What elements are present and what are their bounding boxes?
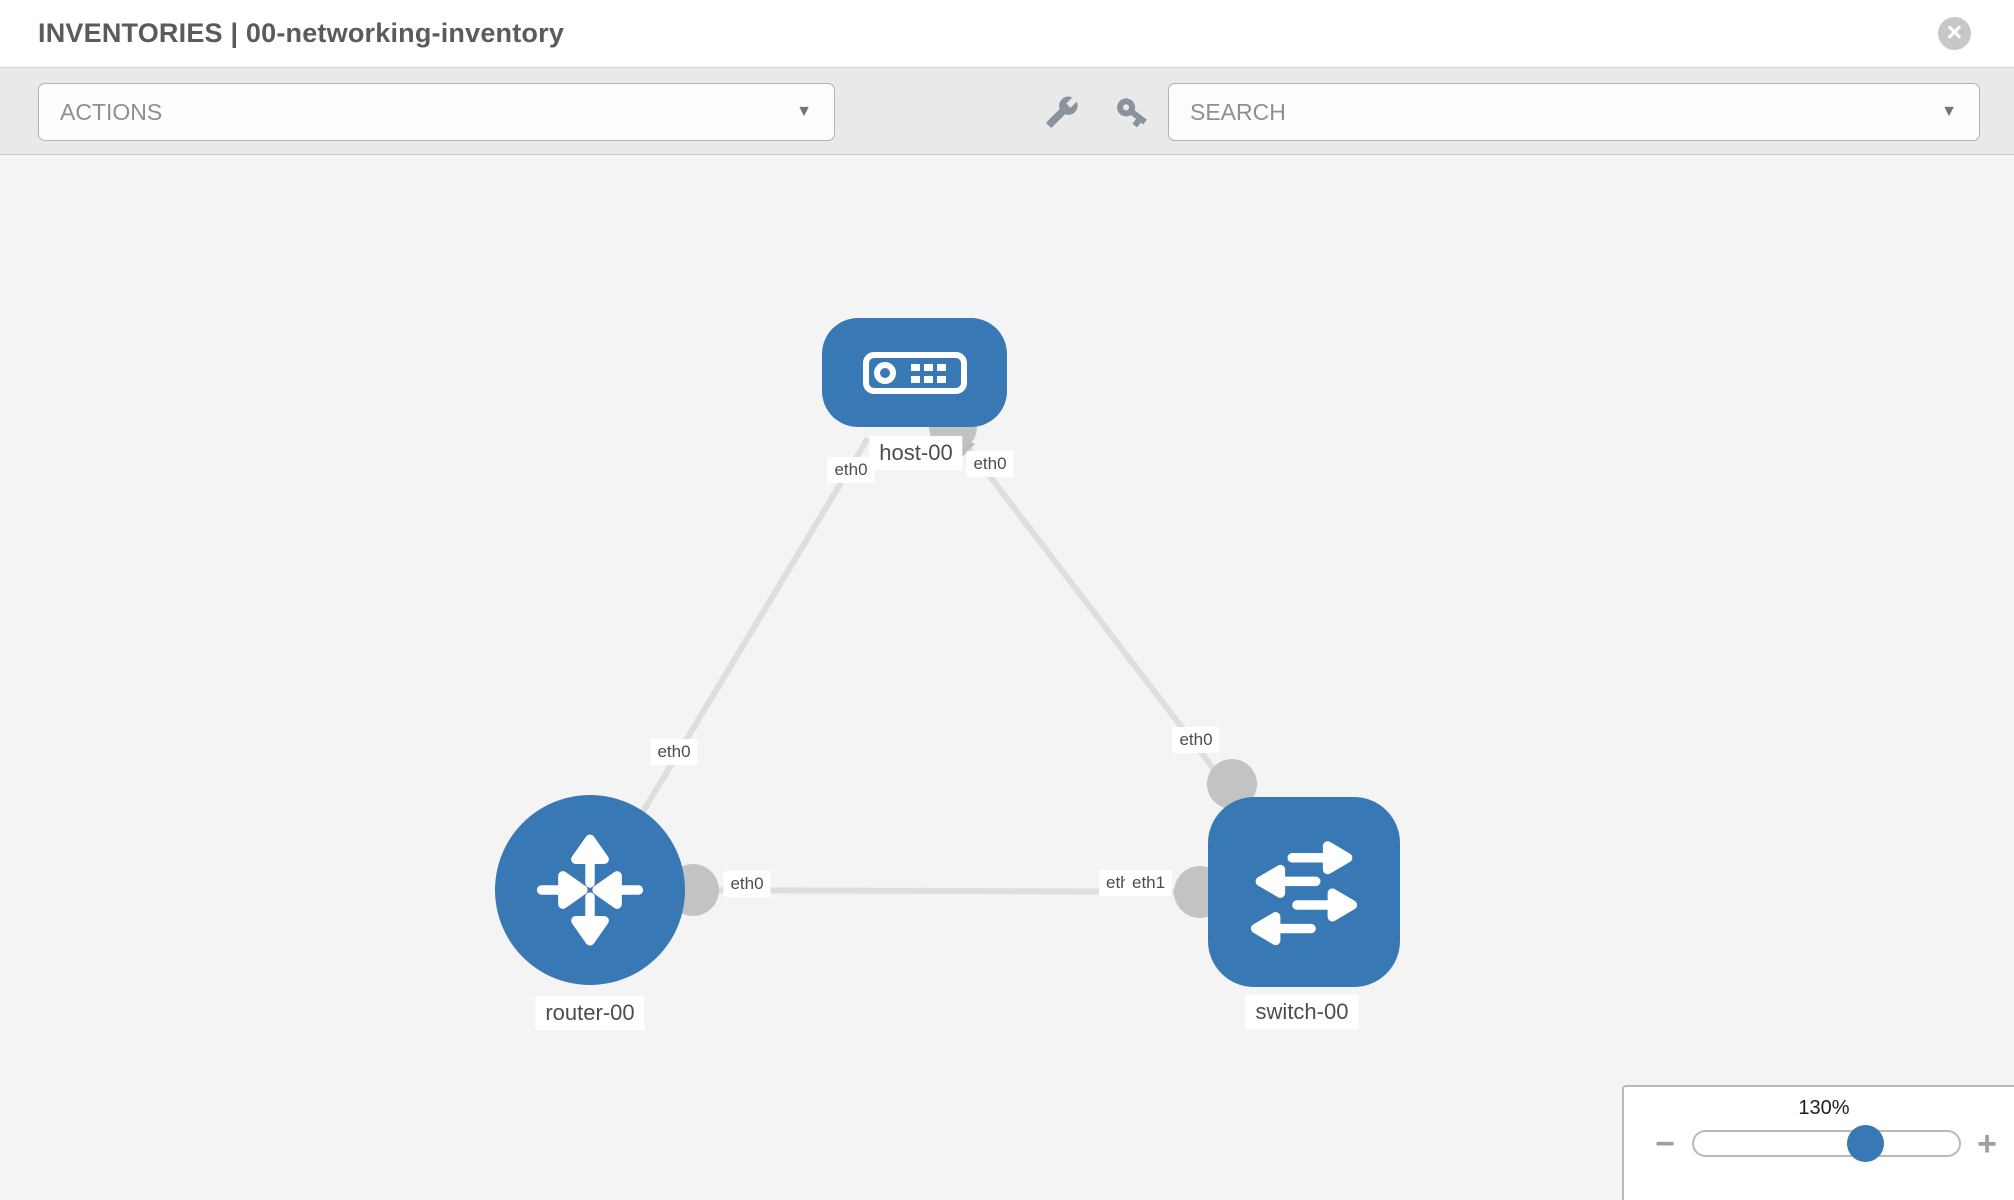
link-host-router[interactable] — [597, 436, 871, 885]
toolbar: ACTIONS ▼ SEARCH ▼ — [0, 68, 2014, 155]
wrench-icon[interactable] — [1042, 92, 1082, 132]
zoom-level: 130% — [1798, 1097, 1850, 1119]
iface-label-host-eth0-b: eth0 — [966, 451, 1014, 477]
chevron-down-icon: ▼ — [1941, 103, 1957, 120]
title-bar: INVENTORIES | 00-networking-inventory × — [0, 0, 2014, 68]
topology-canvas[interactable]: host-00 router-00 switch-00 eth0 eth0 et… — [0, 155, 2014, 1200]
node-label-switch: switch-00 — [1245, 995, 1359, 1029]
links-layer — [597, 403, 1257, 918]
zoom-in-button[interactable]: + — [1977, 1125, 1997, 1163]
port-switch-eth0[interactable] — [1207, 759, 1257, 809]
node-router-00[interactable] — [495, 795, 685, 985]
iface-label-router-eth0-a: eth0 — [650, 739, 698, 765]
zoom-out-button[interactable]: − — [1655, 1125, 1675, 1163]
zoom-slider-handle[interactable] — [1847, 1125, 1884, 1162]
node-label-router: router-00 — [535, 996, 645, 1030]
node-switch-00[interactable] — [1208, 797, 1400, 987]
iface-label-router-eth0-c: eth0 — [723, 871, 771, 897]
router-icon — [536, 834, 644, 946]
switch-icon — [1250, 841, 1358, 946]
zoom-slider-track[interactable] — [1692, 1130, 1961, 1157]
actions-dropdown[interactable]: ACTIONS ▼ — [38, 83, 835, 141]
chevron-down-icon: ▼ — [796, 103, 812, 120]
search-dropdown-label: SEARCH — [1190, 98, 1286, 125]
search-dropdown[interactable]: SEARCH ▼ — [1168, 83, 1980, 141]
host-icon — [862, 351, 967, 394]
iface-label-host-eth0-a: eth0 — [827, 457, 875, 483]
iface-label-switch-eth1: eth1 — [1125, 870, 1173, 896]
key-icon[interactable] — [1112, 92, 1152, 132]
zoom-panel: 130% − + — [1622, 1085, 2014, 1200]
close-icon[interactable]: × — [1938, 17, 1971, 50]
node-host-00[interactable] — [822, 318, 1007, 427]
iface-label-switch-eth0: eth0 — [1172, 727, 1220, 753]
node-label-host: host-00 — [869, 436, 963, 470]
actions-dropdown-label: ACTIONS — [60, 98, 163, 125]
page-title: INVENTORIES | 00-networking-inventory — [38, 18, 565, 48]
